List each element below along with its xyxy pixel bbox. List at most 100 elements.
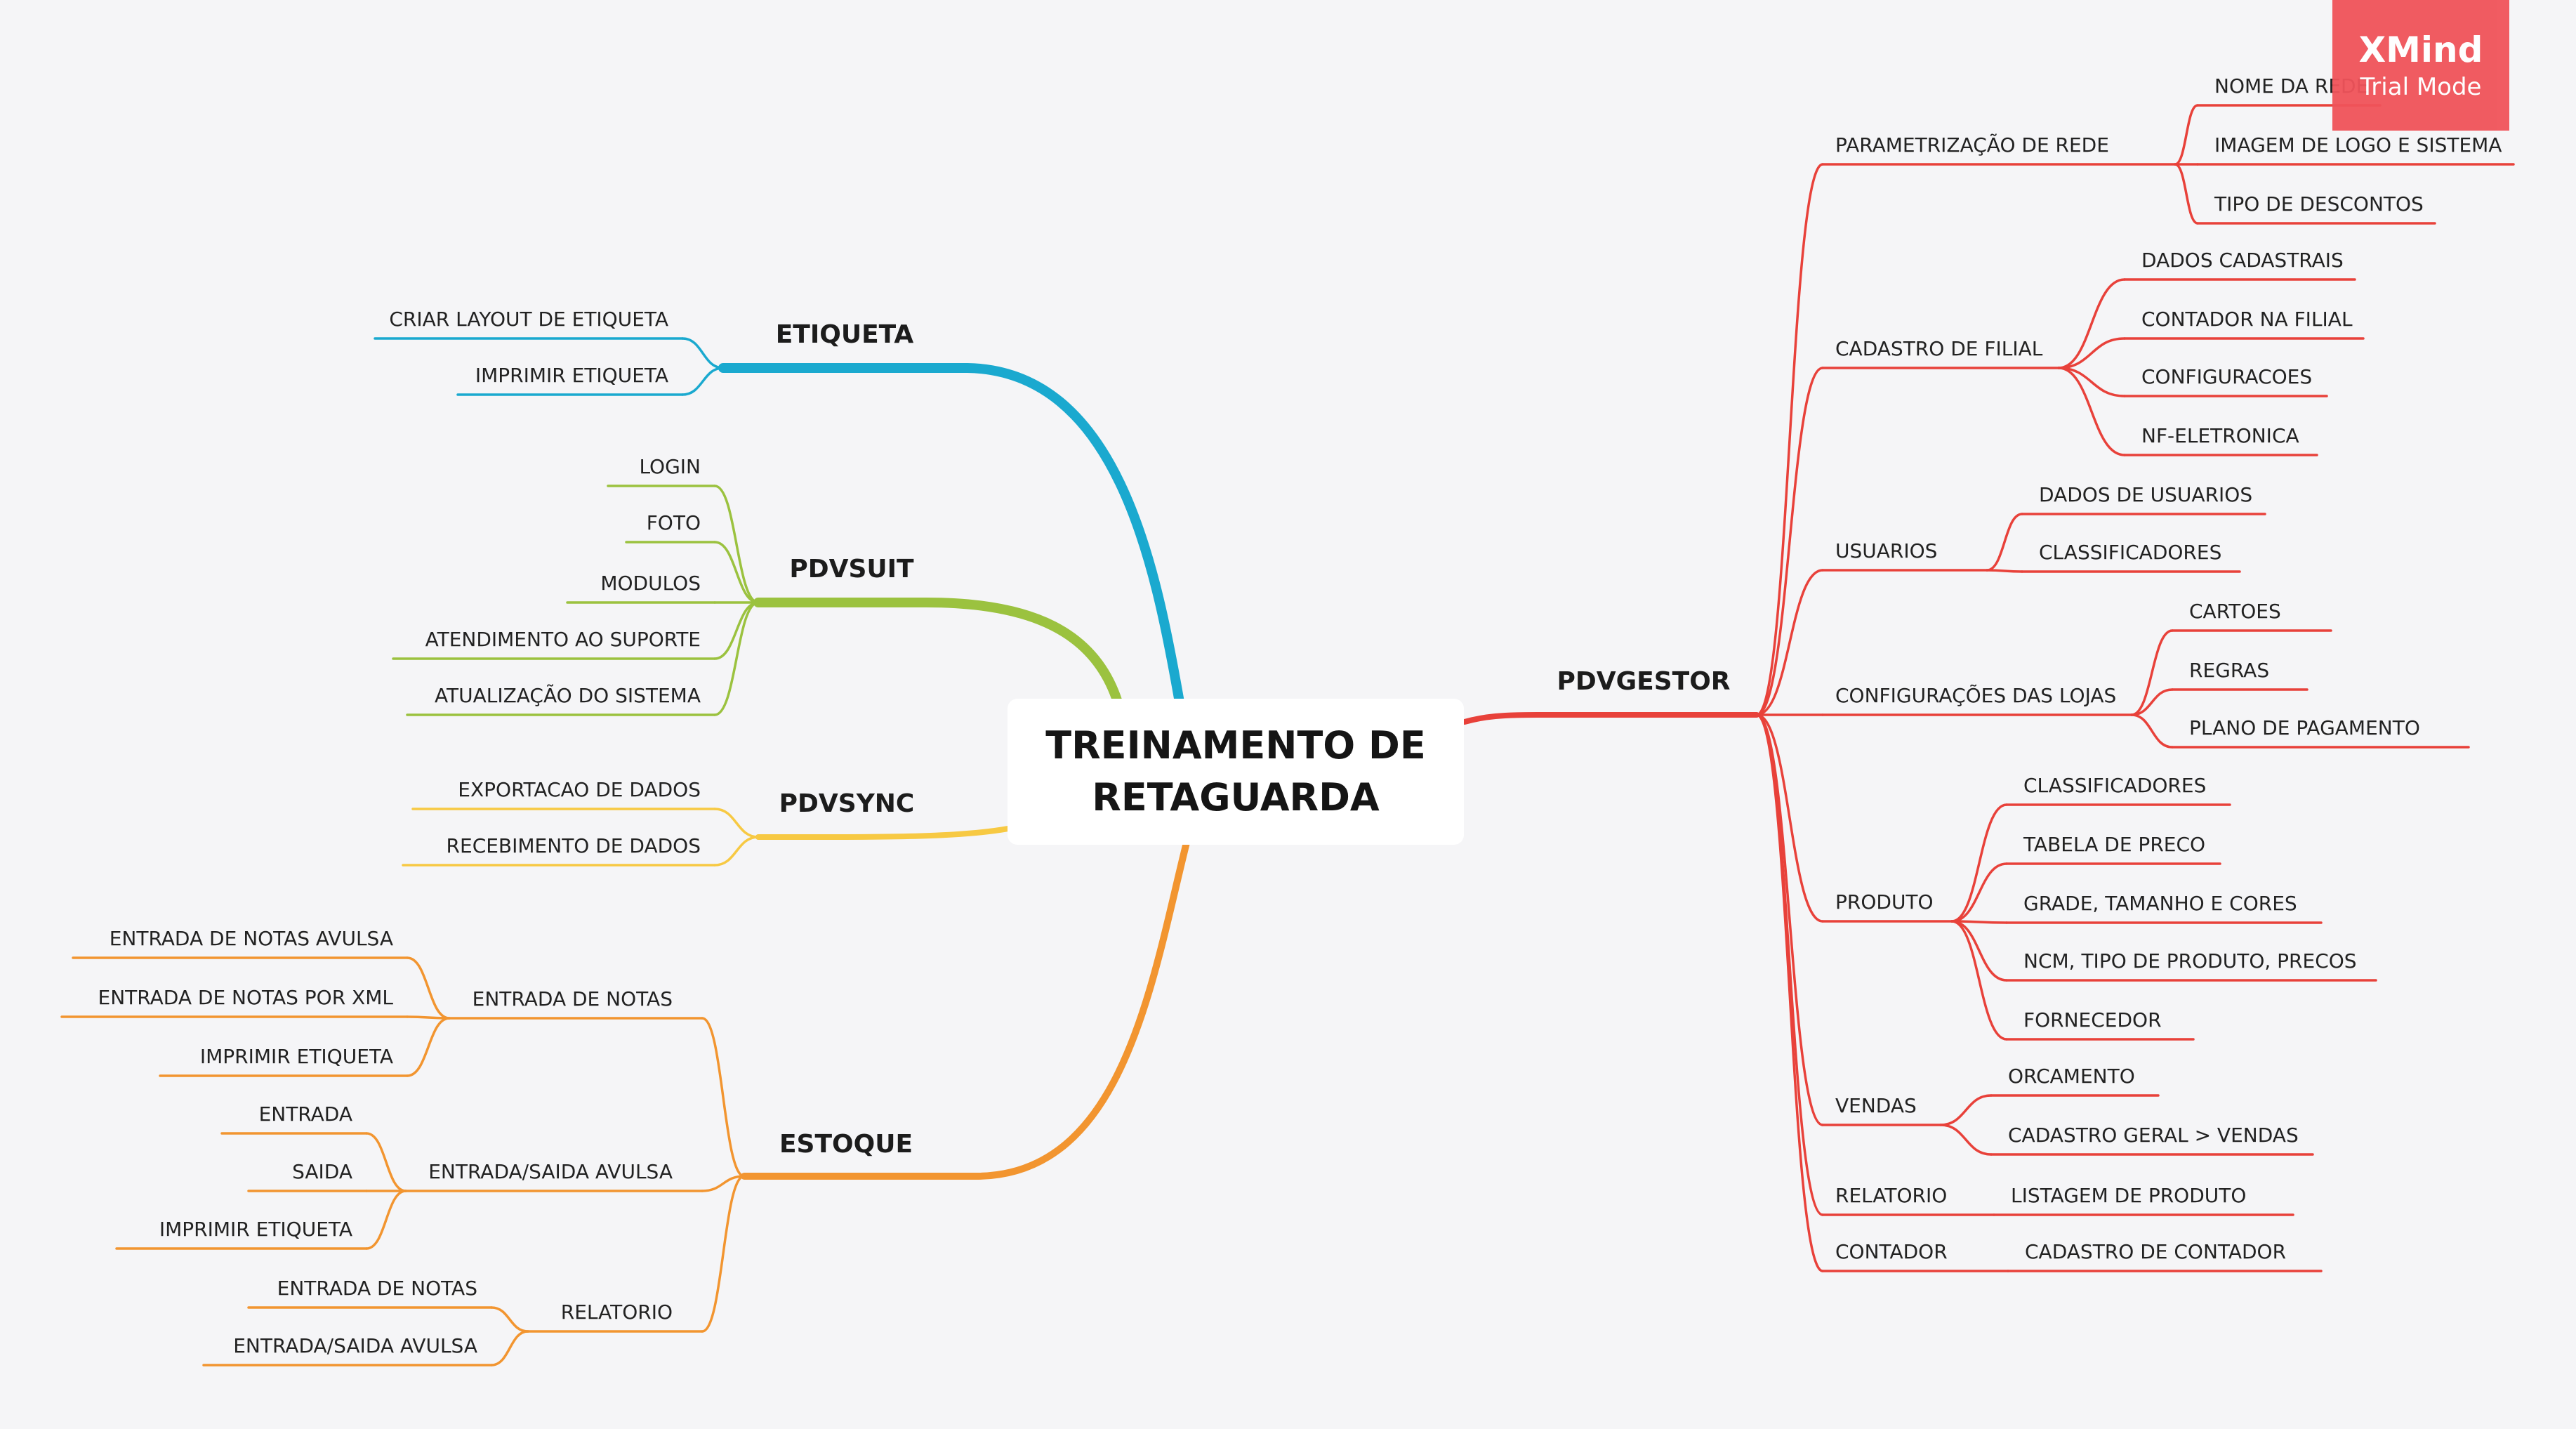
connector-pdvgestor-4-0 — [1950, 803, 2008, 923]
connector-pdvsuit-1 — [713, 541, 760, 604]
leaf-pdvgestor-cadastro-de-contador[interactable]: CADASTRO DE CONTADOR — [2025, 1240, 2286, 1263]
connector-estoque-0-2 — [406, 1017, 451, 1077]
connector-pdvsync-1 — [713, 836, 760, 867]
leaf-estoque-saida[interactable]: SAIDA — [292, 1160, 352, 1183]
connector-pdvgestor-3-0 — [2130, 629, 2174, 716]
leaf-pdvgestor-plano-de-pagamento[interactable]: PLANO DE PAGAMENTO — [2189, 716, 2420, 739]
topic-pdvgestor-usuarios[interactable]: USUARIOS — [1835, 539, 1937, 562]
connector-pdvsuit-3 — [713, 601, 760, 660]
branch-pdvsync[interactable]: PDVSYNC — [779, 789, 915, 818]
leaf-pdvgestor-classificadores[interactable]: CLASSIFICADORES — [2039, 541, 2221, 564]
leaf-pdvgestor-regras[interactable]: REGRAS — [2189, 659, 2269, 682]
connector-estoque-2-1 — [490, 1330, 529, 1367]
connector-pdvgestor-3-2 — [2130, 713, 2174, 749]
leaf-pdvgestor-classificadores[interactable]: CLASSIFICADORES — [2023, 774, 2206, 797]
watermark-brand: XMind — [2358, 29, 2483, 70]
branch-etiqueta[interactable]: ETIQUETA — [776, 320, 914, 349]
connector-etiqueta-1 — [681, 367, 725, 396]
leaf-recebimento-de-dados[interactable]: RECEBIMENTO DE DADOS — [447, 834, 701, 857]
topic-pdvgestor-vendas[interactable]: VENDAS — [1835, 1094, 1917, 1117]
topic-estoque-entrada-de-notas[interactable]: ENTRADA DE NOTAS — [473, 987, 673, 1010]
connector-estoque-2-0 — [490, 1306, 529, 1333]
connector-pdvgestor-4-3 — [1950, 920, 2008, 982]
leaf-estoque-entrada[interactable]: ENTRADA — [259, 1102, 352, 1126]
leaf-pdvgestor-cartoes[interactable]: CARTOES — [2189, 600, 2281, 623]
connector-pdvgestor-group-4 — [1755, 713, 1824, 923]
leaf-pdvgestor-dados-de-usuarios[interactable]: DADOS DE USUARIOS — [2039, 483, 2252, 506]
topic-pdvgestor-cadastro-de-filial[interactable]: CADASTRO DE FILIAL — [1835, 337, 2043, 360]
connector-pdvgestor-1-2 — [2057, 367, 2126, 397]
leaf-pdvgestor-orcamento[interactable]: ORCAMENTO — [2008, 1065, 2135, 1088]
connector-pdvgestor-group-7 — [1755, 713, 1824, 1272]
topic-pdvgestor-configuracoes-das-lojas[interactable]: CONFIGURAÇÕES DAS LOJAS — [1835, 683, 2116, 707]
connector-pdvgestor-4-2 — [1950, 920, 2008, 924]
leaf-pdvgestor-dados-cadastrais[interactable]: DADOS CADASTRAIS — [2141, 249, 2344, 272]
leaf-estoque-entrada-saida-avulsa[interactable]: ENTRADA/SAIDA AVULSA — [233, 1334, 477, 1357]
branch-estoque[interactable]: ESTOQUE — [779, 1130, 913, 1159]
connector-pdvgestor-0-0 — [2174, 104, 2199, 166]
connector-pdvgestor-group-5 — [1755, 713, 1824, 1126]
leaf-atendimento-ao-suporte[interactable]: ATENDIMENTO AO SUPORTE — [425, 628, 701, 651]
topic-estoque-relatorio[interactable]: RELATORIO — [561, 1300, 673, 1324]
connector-pdvgestor-4-1 — [1950, 862, 2008, 923]
connector-pdvsuit-0 — [713, 485, 760, 604]
topic-pdvgestor-produto[interactable]: PRODUTO — [1835, 890, 1934, 914]
connector-estoque-group-1 — [701, 1175, 746, 1192]
leaf-login[interactable]: LOGIN — [639, 455, 701, 478]
leaf-exportacao-de-dados[interactable]: EXPORTACAO DE DADOS — [458, 778, 701, 801]
connector-pdvgestor-4-4 — [1950, 920, 2008, 1041]
leaf-modulos[interactable]: MODULOS — [600, 572, 701, 595]
connector-pdvgestor-1-0 — [2057, 278, 2126, 369]
branch-line-estoque — [741, 839, 1190, 1180]
connector-pdvgestor-2-1 — [1986, 569, 2023, 573]
topic-pdvgestor-contador[interactable]: CONTADOR — [1835, 1240, 1948, 1263]
xmind-trial-watermark: XMind Trial Mode — [2332, 0, 2509, 131]
topic-pdvgestor-parametrizacao-de-rede[interactable]: PARAMETRIZAÇÃO DE REDE — [1835, 133, 2109, 157]
branch-line-pdvsuit — [753, 598, 1123, 707]
connector-estoque-group-0 — [701, 1017, 746, 1178]
leaf-foto[interactable]: FOTO — [647, 511, 701, 534]
branch-pdvsuit[interactable]: PDVSUIT — [789, 555, 914, 584]
branch-line-pdvsync — [755, 826, 1011, 840]
leaf-estoque-imprimir-etiqueta[interactable]: IMPRIMIR ETIQUETA — [159, 1218, 352, 1241]
leaf-pdvgestor-listagem-de-produto[interactable]: LISTAGEM DE PRODUTO — [2011, 1184, 2246, 1207]
connector-pdvsuit-4 — [713, 601, 760, 716]
connector-etiqueta-0 — [681, 337, 725, 369]
leaf-pdvgestor-fornecedor[interactable]: FORNECEDOR — [2023, 1008, 2162, 1032]
connector-pdvgestor-3-1 — [2130, 688, 2174, 716]
connector-estoque-group-2 — [701, 1175, 746, 1333]
leaf-pdvgestor-grade-tamanho-e-cores[interactable]: GRADE, TAMANHO E CORES — [2023, 892, 2297, 915]
connector-pdvgestor-group-1 — [1755, 367, 1824, 716]
connector-estoque-1-0 — [365, 1132, 407, 1192]
branch-pdvgestor[interactable]: PDVGESTOR — [1557, 667, 1730, 696]
connector-pdvgestor-5-0 — [1939, 1094, 1993, 1126]
connector-pdvgestor-1-3 — [2057, 367, 2126, 456]
leaf-criar-layout-de-etiqueta[interactable]: CRIAR LAYOUT DE ETIQUETA — [389, 308, 668, 331]
connector-pdvgestor-group-6 — [1755, 713, 1824, 1216]
leaf-pdvgestor-contador-na-filial[interactable]: CONTADOR NA FILIAL — [2141, 308, 2353, 331]
leaf-pdvgestor-tabela-de-preco[interactable]: TABELA DE PRECO — [2023, 833, 2205, 856]
connector-pdvgestor-1-1 — [2057, 337, 2126, 369]
leaf-pdvgestor-ncm-tipo-de-produto-precos[interactable]: NCM, TIPO DE PRODUTO, PRECOS — [2023, 949, 2357, 973]
leaf-pdvgestor-cadastro-geral-vendas[interactable]: CADASTRO GERAL > VENDAS — [2008, 1124, 2299, 1147]
leaf-pdvgestor-configuracoes[interactable]: CONFIGURACOES — [2141, 365, 2312, 388]
leaf-estoque-entrada-de-notas-avulsa[interactable]: ENTRADA DE NOTAS AVULSA — [110, 927, 393, 950]
topic-estoque-entrada-saida-avulsa[interactable]: ENTRADA/SAIDA AVULSA — [428, 1160, 673, 1183]
leaf-estoque-entrada-de-notas-por-xml[interactable]: ENTRADA DE NOTAS POR XML — [98, 986, 394, 1009]
leaf-imprimir-etiqueta[interactable]: IMPRIMIR ETIQUETA — [475, 364, 668, 387]
branch-line-pdvgestor — [1462, 712, 1759, 725]
root-topic[interactable]: TREINAMENTO DE RETAGUARDA — [1008, 699, 1464, 845]
leaf-pdvgestor-imagem-de-logo-e-sistema[interactable]: IMAGEM DE LOGO E SISTEMA — [2214, 133, 2502, 157]
leaf-pdvgestor-nf-eletronica[interactable]: NF-ELETRONICA — [2141, 424, 2299, 447]
connector-pdvgestor-5-1 — [1939, 1124, 1993, 1156]
connector-estoque-0-0 — [406, 956, 451, 1020]
topic-pdvgestor-relatorio[interactable]: RELATORIO — [1835, 1184, 1947, 1207]
leaf-pdvgestor-tipo-de-descontos[interactable]: TIPO DE DESCONTOS — [2214, 192, 2424, 216]
leaf-atualizacao-do-sistema[interactable]: ATUALIZAÇÃO DO SISTEMA — [435, 684, 701, 707]
leaf-estoque-entrada-de-notas[interactable]: ENTRADA DE NOTAS — [277, 1277, 477, 1300]
leaf-estoque-imprimir-etiqueta[interactable]: IMPRIMIR ETIQUETA — [200, 1045, 393, 1068]
root-topic-line1: TREINAMENTO DE — [1045, 723, 1426, 768]
connector-pdvgestor-2-0 — [1986, 513, 2023, 572]
connector-pdvsync-0 — [713, 808, 760, 838]
